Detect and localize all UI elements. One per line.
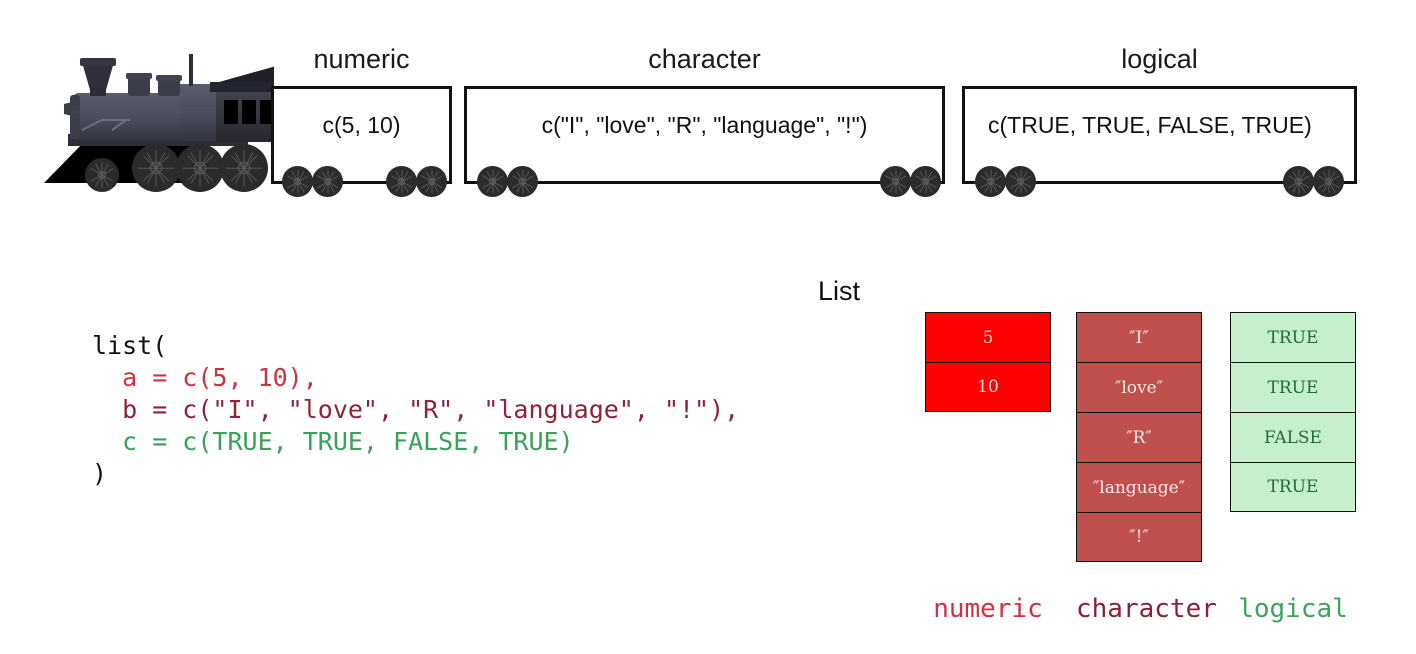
list-cell: ″love″ (1076, 362, 1202, 412)
wheel-spokes (176, 144, 224, 192)
code-line-0: list( (92, 331, 168, 360)
wheel-hub (97, 170, 107, 180)
list-cell: 10 (925, 362, 1051, 412)
wagon-wheel (880, 166, 911, 197)
wheel-hub (986, 177, 995, 186)
wheel-hub (427, 177, 436, 186)
wheel-spokes (477, 166, 508, 197)
locomotive-wheel-drive-3 (220, 144, 268, 192)
wheel-hub (1324, 177, 1333, 186)
wheel-spokes (1313, 166, 1344, 197)
list-diagram-title: List (818, 276, 861, 306)
wheel-hub (518, 177, 527, 186)
wheel-spokes (416, 166, 447, 197)
wagon-wheel (386, 166, 417, 197)
wheel-spokes (282, 166, 313, 197)
wagon-content-logical: c(TRUE, TRUE, FALSE, TRUE) (988, 112, 1312, 138)
wagon-wheel (1005, 166, 1036, 197)
steam-locomotive-icon (44, 48, 276, 196)
wheel-spokes (1283, 166, 1314, 197)
wheel-hub (488, 177, 497, 186)
code-line-1: a = c(5, 10), (92, 363, 318, 392)
locomotive-svg (44, 54, 276, 183)
list-cell: ″!″ (1076, 512, 1202, 562)
list-column-footer-logical: logical (1238, 594, 1348, 624)
wheel-hub (921, 177, 930, 186)
wagon-wheel (477, 166, 508, 197)
wheel-hub (1294, 177, 1303, 186)
wagon-wheel (910, 166, 941, 197)
wheel-hub (397, 177, 406, 186)
wheel-hub (891, 177, 900, 186)
code-line-4: ) (92, 459, 108, 488)
wheel-spokes (507, 166, 538, 197)
wagon-wheel (416, 166, 447, 197)
code-line-3: c = c(TRUE, TRUE, FALSE, TRUE) (92, 427, 574, 456)
wagon-wheel (975, 166, 1006, 197)
wheel-spokes (85, 158, 119, 192)
locomotive-wheel-drive-2 (176, 144, 224, 192)
wagon-label-logical: logical (1121, 44, 1198, 74)
wheel-spokes (220, 144, 268, 192)
list-column-footer-numeric: numeric (933, 594, 1043, 624)
wheel-hub (293, 177, 302, 186)
wagon-content-numeric: c(5, 10) (322, 112, 401, 138)
wheel-spokes (386, 166, 417, 197)
wheel-spokes (312, 166, 343, 197)
r-code-snippet: list( a = c(5, 10), b = c("I", "love", "… (92, 330, 739, 490)
list-cell: ″I″ (1076, 312, 1202, 362)
list-cell: TRUE (1230, 312, 1356, 362)
wheel-hub (150, 162, 162, 174)
train-illustration: numeric c(5, 10) character c("I", "love"… (0, 0, 1416, 210)
locomotive-wheel-small (85, 158, 119, 192)
wheel-hub (238, 162, 250, 174)
list-cell: ″language″ (1076, 462, 1202, 512)
wagon-box-character (464, 86, 945, 184)
wagon-wheel (1313, 166, 1344, 197)
wagon-wheel (312, 166, 343, 197)
wheel-spokes (1005, 166, 1036, 197)
list-cell: ″R″ (1076, 412, 1202, 462)
wheel-spokes (880, 166, 911, 197)
wagon-wheel (1283, 166, 1314, 197)
list-cell: 5 (925, 312, 1051, 362)
wagon-wheel (282, 166, 313, 197)
wheel-spokes (910, 166, 941, 197)
wheel-hub (194, 162, 206, 174)
list-cell: FALSE (1230, 412, 1356, 462)
wheel-spokes (975, 166, 1006, 197)
list-column-footer-character: character (1076, 594, 1217, 624)
locomotive-wheel-drive-1 (132, 144, 180, 192)
code-line-2: b = c("I", "love", "R", "language", "!")… (92, 395, 740, 424)
wagon-label-numeric: numeric (313, 44, 410, 74)
wagon-wheel (507, 166, 538, 197)
wheel-hub (323, 177, 332, 186)
list-cell: TRUE (1230, 462, 1356, 512)
wagon-content-character: c("I", "love", "R", "language", "!") (541, 112, 868, 138)
wagon-label-character: character (648, 44, 761, 74)
wheel-spokes (132, 144, 180, 192)
list-column-character: ″I″″love″″R″″language″″!″ (1076, 312, 1202, 562)
list-cell: TRUE (1230, 362, 1356, 412)
wheel-hub (1016, 177, 1025, 186)
